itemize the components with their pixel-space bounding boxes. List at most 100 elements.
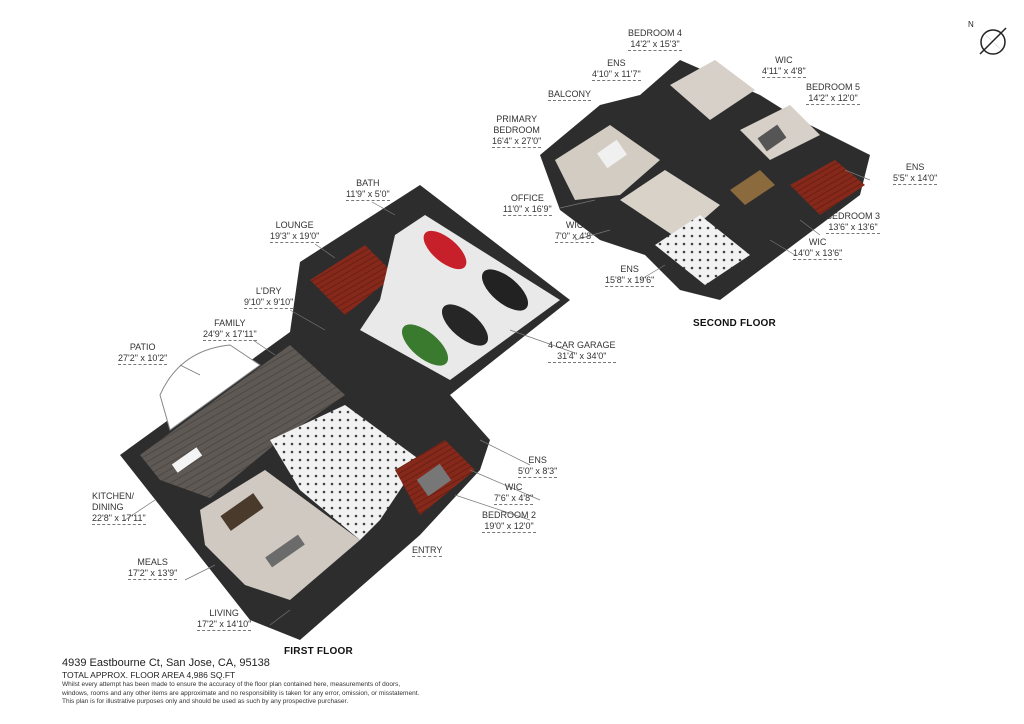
label-bedroom4: BEDROOM 4 14'2" x 15'3": [628, 28, 683, 51]
dining-table-first: [220, 493, 264, 531]
room-name: BEDROOM 5: [806, 82, 861, 92]
room-name: WIC: [775, 55, 793, 65]
label-lounge: LOUNGE 19'3" x 19'0": [270, 220, 320, 243]
label-wic-first: WIC 7'6" x 4'8": [494, 482, 534, 505]
label-primary-bedroom: PRIMARY BEDROOM 16'4" x 27'0": [492, 114, 542, 148]
room-dimensions: 5'0" x 8'3": [518, 466, 558, 478]
label-ens-top: ENS 4'10" x 11'7": [592, 58, 641, 81]
room-dimensions: 14'2" x 15'3": [628, 39, 683, 51]
room-dimensions: 16'4" x 27'0": [492, 136, 542, 148]
patio-area: [159, 344, 261, 431]
label-family: FAMILY 24'9" x 17'11": [203, 318, 257, 341]
label-ens-second: ENS 15'8" x 19'6": [605, 264, 655, 287]
room-name: LIVING: [209, 608, 239, 618]
second-floor-plan: [540, 60, 870, 300]
compass-icon: [978, 27, 1008, 56]
label-wic-right: WIC 14'0" x 13'6": [793, 237, 843, 260]
room-dimensions: 7'6" x 4'8": [494, 493, 534, 505]
disclaimer-line-3: This plan is for illustrative purposes o…: [62, 698, 349, 705]
room-dimensions: 11'0" x 16'9": [503, 204, 552, 216]
room-dimensions: 15'8" x 19'6": [605, 275, 655, 287]
room-name: 4 CAR GARAGE: [548, 340, 616, 350]
room-name: BALCONY: [548, 89, 592, 101]
label-bedroom2: BEDROOM 2 19'0" x 12'0": [482, 510, 537, 533]
room-name: ENS: [528, 455, 547, 465]
first-floor-title: FIRST FLOOR: [284, 646, 353, 657]
leader-lines: [124, 169, 871, 626]
label-ens-right: ENS 5'5" x 14'0": [893, 162, 938, 185]
room-name: MEALS: [137, 557, 168, 567]
room-dimensions: 4'10" x 11'7": [592, 69, 641, 81]
disclaimer-line-2: windows, rooms and any other items are a…: [62, 689, 420, 697]
room-dimensions: 19'0" x 12'0": [482, 521, 537, 533]
room-name: PATIO: [129, 342, 156, 352]
room-dimensions: 19'3" x 19'0": [270, 231, 320, 243]
room-name: L'DRY: [255, 286, 282, 296]
car-black-1: [481, 269, 529, 311]
room-name-line1: KITCHEN/: [92, 491, 135, 501]
label-ens-first: ENS 5'0" x 8'3": [518, 455, 558, 478]
room-dimensions: 13'6" x 13'6": [826, 222, 881, 234]
kitchen-island: [171, 447, 203, 473]
label-laundry: L'DRY 9'10" x 9'10": [244, 286, 294, 309]
label-kitchen-dining: KITCHEN/ DINING 22'8" x 17'11": [92, 491, 146, 525]
ensuite-tile-floor: [655, 215, 750, 285]
room-dimensions: 27'2" x 10'2": [118, 353, 168, 365]
label-bedroom5: BEDROOM 5 14'2" x 12'0": [806, 82, 861, 105]
room-name: WIC: [808, 237, 827, 247]
lounge-floor: [310, 245, 395, 315]
car-green: [401, 324, 449, 366]
room-name: BEDROOM 3: [826, 211, 881, 221]
room-name: OFFICE: [510, 193, 544, 203]
first-floor-plan: [120, 185, 570, 640]
room-dimensions: 31'4" x 34'0": [548, 351, 616, 363]
bed-bedroom2: [416, 463, 452, 497]
total-floor-area: TOTAL APPROX. FLOOR AREA 4,986 SQ.FT: [62, 670, 236, 680]
room-name-line1: PRIMARY: [496, 114, 538, 124]
bed-bedroom5: [757, 124, 787, 152]
room-name: BEDROOM 2: [482, 510, 537, 520]
room-name: FAMILY: [214, 318, 246, 328]
room-name: LOUNGE: [275, 220, 314, 230]
room-name: ENS: [905, 162, 925, 172]
label-wic-mid: WIC 7'0" x 4'8": [555, 220, 595, 243]
room-dimensions: 14'2" x 12'0": [806, 93, 861, 105]
room-dimensions: 17'2" x 14'10": [197, 619, 252, 631]
bedroom4-floor: [670, 60, 755, 120]
room-dimensions: 24'9" x 17'11": [203, 329, 257, 341]
car-black-2: [441, 304, 489, 346]
label-office: OFFICE 11'0" x 16'9": [503, 193, 552, 216]
disclaimer-line-1: Whilst every attempt has been made to en…: [62, 681, 401, 688]
room-dimensions: 5'5" x 14'0": [893, 173, 938, 185]
room-name: ENS: [607, 58, 626, 68]
room-name: BATH: [356, 178, 380, 188]
room-name: ENTRY: [412, 545, 443, 557]
room-dimensions: 14'0" x 13'6": [793, 248, 843, 260]
entry-tile-floor: [270, 405, 420, 540]
room-dimensions: 17'2" x 13'9": [128, 568, 178, 580]
label-balcony: BALCONY: [548, 89, 592, 101]
bedroom3-floor: [790, 160, 865, 215]
room-dimensions: 22'8" x 17'11": [92, 513, 146, 525]
stair-area: [730, 170, 775, 205]
car-red: [423, 230, 467, 270]
label-living: LIVING 17'2" x 14'10": [197, 608, 252, 631]
room-dimensions: 4'11" x 4'8": [762, 66, 806, 78]
room-name: WIC: [504, 482, 523, 492]
room-dimensions: 9'10" x 9'10": [244, 297, 294, 309]
room-dimensions: 11'9" x 5'0": [346, 189, 390, 201]
room-name: WIC: [565, 220, 584, 230]
label-bedroom3: BEDROOM 3 13'6" x 13'6": [826, 211, 881, 234]
label-patio: PATIO 27'2" x 10'2": [118, 342, 168, 365]
room-name: BEDROOM 4: [628, 28, 683, 38]
room-name-line2: BEDROOM: [493, 125, 540, 135]
room-dimensions: 7'0" x 4'8": [555, 231, 595, 243]
label-garage: 4 CAR GARAGE 31'4" x 34'0": [548, 340, 616, 363]
room-name: ENS: [620, 264, 639, 274]
label-bath: BATH 11'9" x 5'0": [346, 178, 390, 201]
compass-north-label: N: [968, 20, 974, 29]
sofa-living: [265, 534, 305, 568]
property-address: 4939 Eastbourne Ct, San Jose, CA, 95138: [62, 657, 270, 669]
label-wic-top: WIC 4'11" x 4'8": [762, 55, 806, 78]
bed-primary: [597, 139, 627, 169]
